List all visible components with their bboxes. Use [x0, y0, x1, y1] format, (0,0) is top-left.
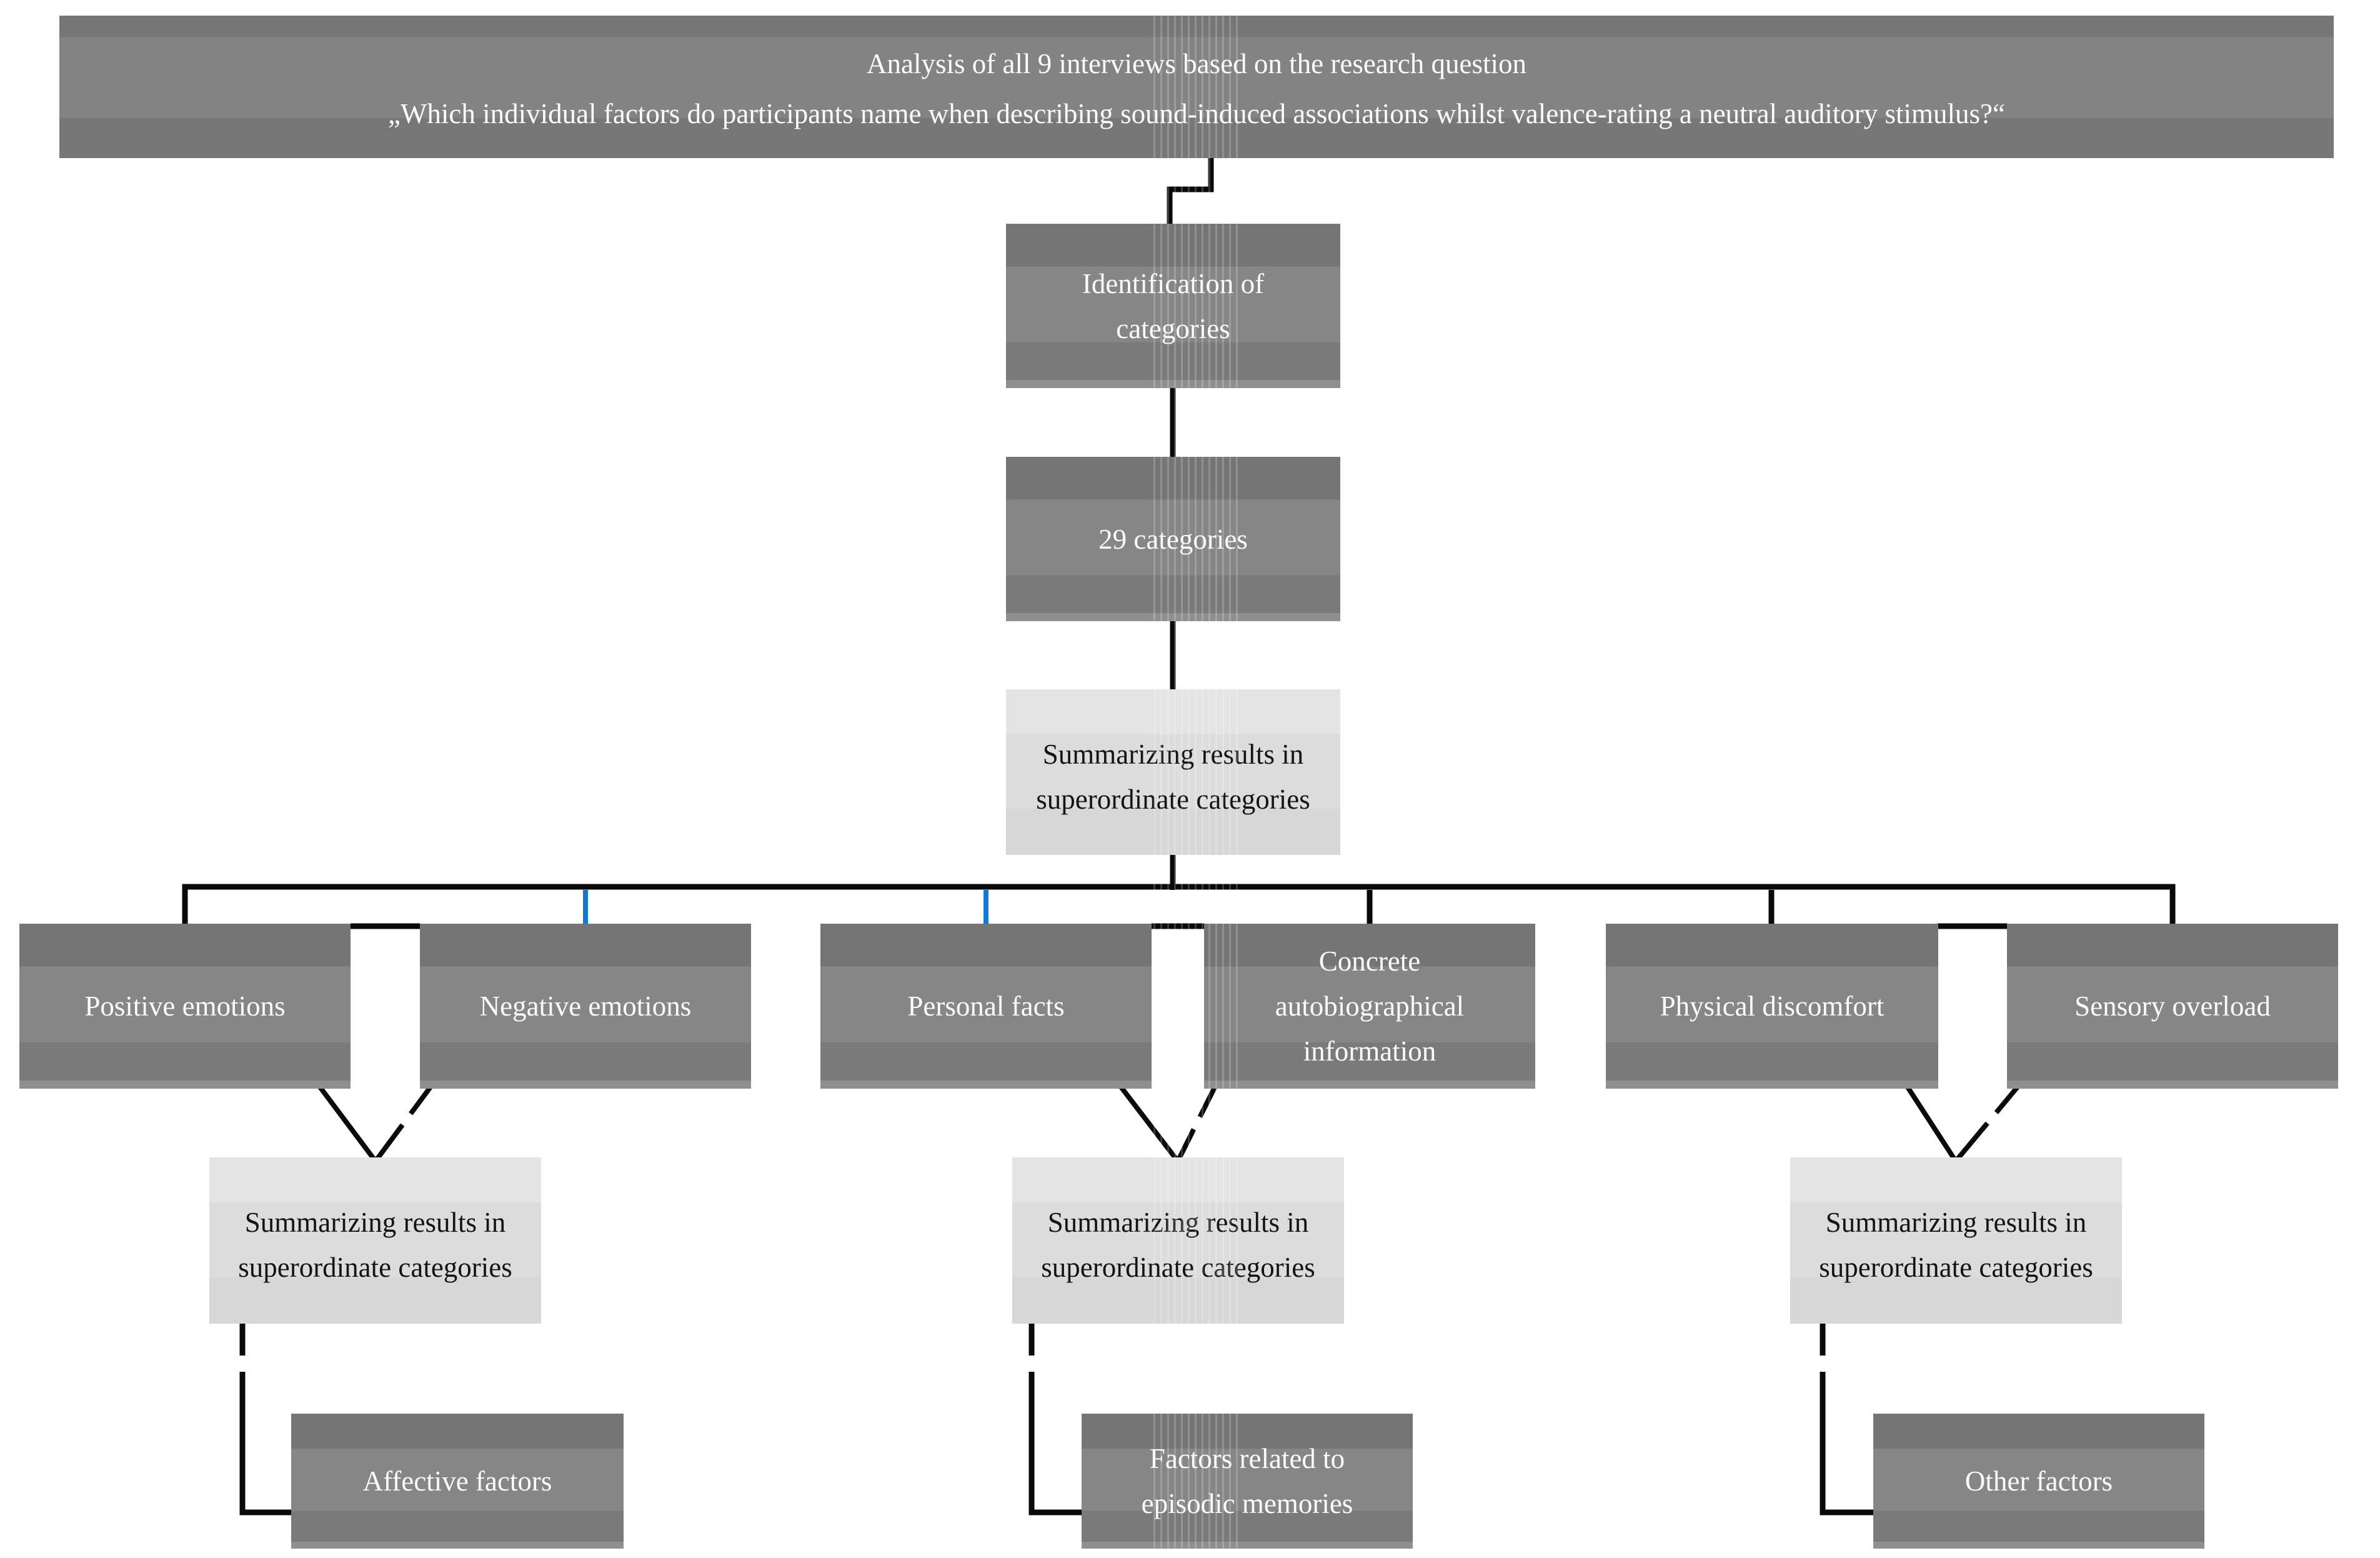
node-concrete-autobiographical-information: Concrete autobiographical information — [1204, 924, 1535, 1089]
node-personal-facts: Personal facts — [820, 924, 1152, 1089]
banner-line-1: Analysis of all 9 interviews based on th… — [867, 48, 1526, 79]
connector-diagonal-personal — [1118, 1084, 1180, 1163]
connector-diagonal-positive — [317, 1084, 378, 1163]
connector-elbow-affective — [239, 1321, 299, 1516]
node-29-categories: 29 categories — [1006, 457, 1340, 621]
node-other-factors: Other factors — [1873, 1414, 2204, 1549]
research-question-banner: Analysis of all 9 interviews based on th… — [59, 16, 2334, 158]
connector-diagonal-negative — [373, 1084, 434, 1163]
node-identification-of-categories: Identification of categories — [1006, 224, 1340, 388]
node-summarizing-affective: Summarizing results in superordinate cat… — [209, 1157, 541, 1324]
node-summarizing-episodic: Summarizing results in superordinate cat… — [1012, 1157, 1344, 1324]
node-affective-factors: Affective factors — [291, 1414, 624, 1549]
connector-diagonal-physical — [1904, 1084, 1958, 1163]
node-factors-episodic-memories: Factors related to episodic memories — [1082, 1414, 1413, 1549]
connector-elbow-other — [1820, 1321, 1880, 1516]
node-summarizing-main: Summarizing results in superordinate cat… — [1006, 689, 1340, 855]
node-sensory-overload: Sensory overload — [2007, 924, 2338, 1089]
connector-branch-rail — [182, 884, 2176, 927]
connector-banner-to-identification — [1167, 151, 1214, 231]
connector-elbow-episodic — [1028, 1321, 1089, 1516]
node-positive-emotions: Positive emotions — [19, 924, 351, 1089]
connector-diagonal-sensory — [1953, 1084, 2021, 1163]
node-summarizing-other: Summarizing results in superordinate cat… — [1790, 1157, 2122, 1324]
node-negative-emotions: Negative emotions — [420, 924, 751, 1089]
node-physical-discomfort: Physical discomfort — [1606, 924, 1938, 1089]
banner-line-2: „Which individual factors do participant… — [387, 98, 2005, 129]
connector-diagonal-concrete — [1175, 1085, 1218, 1162]
